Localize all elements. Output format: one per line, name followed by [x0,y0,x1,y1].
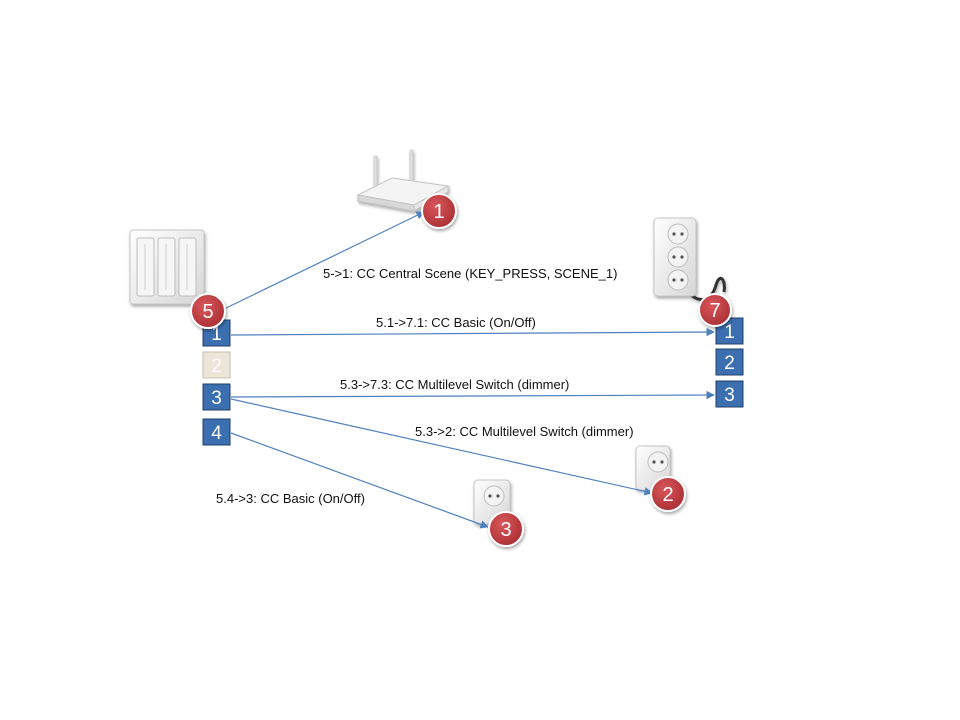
association-arrow [230,432,489,529]
svg-text:1: 1 [211,324,222,345]
svg-text:3: 3 [724,385,735,406]
association-arrow [230,327,715,337]
strip-endpoint-3: 3 [715,380,744,408]
power-strip-icon [653,217,726,301]
association-label: 5.3->2: CC Multilevel Switch (dimmer) [415,424,634,439]
association-label: 5.4->3: CC Basic (On/Off) [216,491,365,506]
strip-endpoint-2: 2 [715,348,744,376]
svg-text:3: 3 [500,519,511,541]
association-label: 5->1: CC Central Scene (KEY_PRESS, SCENE… [323,266,617,281]
association-arrow [230,390,715,400]
svg-text:3: 3 [211,388,222,409]
wall-switch-icon [129,229,205,305]
svg-text:1: 1 [433,201,444,223]
svg-text:2: 2 [211,356,222,377]
association-label: 5.3->7.3: CC Multilevel Switch (dimmer) [340,377,569,392]
association-label: 5.1->7.1: CC Basic (On/Off) [376,315,536,330]
node-badge-switch: 5 [190,293,226,329]
svg-text:2: 2 [724,353,735,374]
switch-endpoint-4: 4 [202,418,231,446]
node-badge-socket-2: 2 [650,476,686,512]
node-badge-router: 1 [421,193,457,229]
switch-endpoint-2: 2 [202,351,231,379]
node-badge-power-strip: 7 [698,293,732,327]
node-badge-socket-3: 3 [488,511,524,547]
svg-text:2: 2 [662,484,673,506]
association-arrow [221,211,425,311]
association-arrow [230,398,653,496]
svg-text:4: 4 [211,423,222,444]
svg-text:1: 1 [724,322,735,343]
switch-endpoint-3: 3 [202,383,231,411]
svg-text:5: 5 [202,301,213,323]
svg-text:7: 7 [709,300,720,322]
